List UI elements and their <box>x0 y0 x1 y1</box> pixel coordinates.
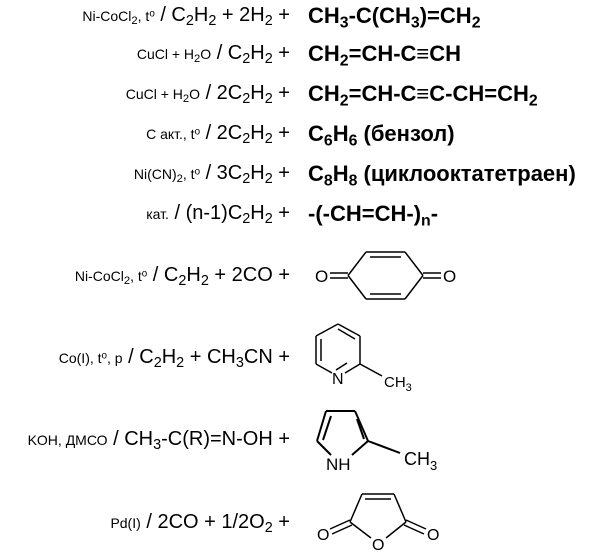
reagents: / CH3-C(R)=N-OH + <box>107 428 290 454</box>
conditions: CuCl + H2O <box>125 86 201 106</box>
reaction-lhs: Co(I), to, p / C2H2 + CH3CN + <box>59 345 290 370</box>
reagents: / 2CO + 1/2O2 + <box>140 511 290 537</box>
methylpyridine-structure: N CH3 <box>315 323 412 394</box>
atom-label-nh: NH <box>326 455 351 474</box>
atom-label-o: O <box>315 267 328 286</box>
reagents: / 2C2H2 + <box>200 122 290 148</box>
reagents: / C2H2 + CH3CN + <box>122 346 290 372</box>
product-formula: CH2=CH-C≡C-CH=CH2 <box>308 81 538 110</box>
reagents: / C2H2 + 2H2 + <box>154 4 290 30</box>
conditions: кат. <box>146 206 169 222</box>
benzoquinone-structure: O O <box>315 251 456 300</box>
conditions: KOH, ДМСО <box>27 432 108 448</box>
product-formula: -(-CH=CH-)n- <box>308 201 439 230</box>
conditions: Pd(I) <box>110 515 141 531</box>
conditions: C акт., to <box>146 126 201 142</box>
conditions: Co(I), to, p <box>58 350 123 366</box>
reagents: / 2C2H2 + <box>200 82 290 108</box>
conditions: Ni-CoCl2, to <box>82 8 155 28</box>
reaction-lhs: C акт., to / 2C2H2 + <box>146 121 290 146</box>
atom-label-o: O <box>372 537 384 554</box>
reagents: / (n-1)C2H2 + <box>168 202 290 228</box>
atom-label-n: N <box>332 371 344 388</box>
methylpyrrole-structure: NH CH3 <box>316 410 437 474</box>
conditions: Ni(CN)2, to <box>133 166 201 186</box>
conditions: Ni-CoCl2, to <box>74 268 148 288</box>
reaction-lhs: кат. / (n-1)C2H2 + <box>146 201 290 226</box>
methyl-label: CH3 <box>404 449 437 473</box>
reaction-lhs: Pd(I) / 2CO + 1/2O2 + <box>110 510 290 535</box>
maleic-anhydride-structure: O O O <box>317 493 439 554</box>
reagents: / C2H2 + <box>211 42 290 68</box>
reaction-lhs: CuCl + H2O / C2H2 + <box>137 41 290 66</box>
reaction-lhs: KOH, ДМСО / CH3-C(R)=N-OH + <box>28 427 290 452</box>
methyl-label: CH3 <box>384 374 412 394</box>
reagents: / 3C2H2 + <box>200 162 290 188</box>
atom-label-o: O <box>427 527 439 544</box>
reagents: / C2H2 + 2CO + <box>147 264 290 290</box>
product-formula: CH2=CH-C≡CH <box>308 41 462 70</box>
product-formula: C6H6 (бензол) <box>308 121 455 150</box>
reaction-lhs: Ni-CoCl2, to / C2H2 + 2CO + <box>75 263 290 288</box>
atom-label-o: O <box>317 527 329 544</box>
product-formula: C8H8 (циклооктатетраен) <box>308 161 576 190</box>
reaction-lhs: Ni(CN)2, to / 3C2H2 + <box>134 161 290 186</box>
conditions: CuCl + H2O <box>136 46 212 66</box>
atom-label-o: O <box>443 267 456 286</box>
reaction-lhs: Ni-CoCl2, to / C2H2 + 2H2 + <box>82 3 290 28</box>
reaction-lhs: CuCl + H2O / 2C2H2 + <box>126 81 290 106</box>
product-formula: CH3-C(CH3)=CH2 <box>308 3 481 32</box>
